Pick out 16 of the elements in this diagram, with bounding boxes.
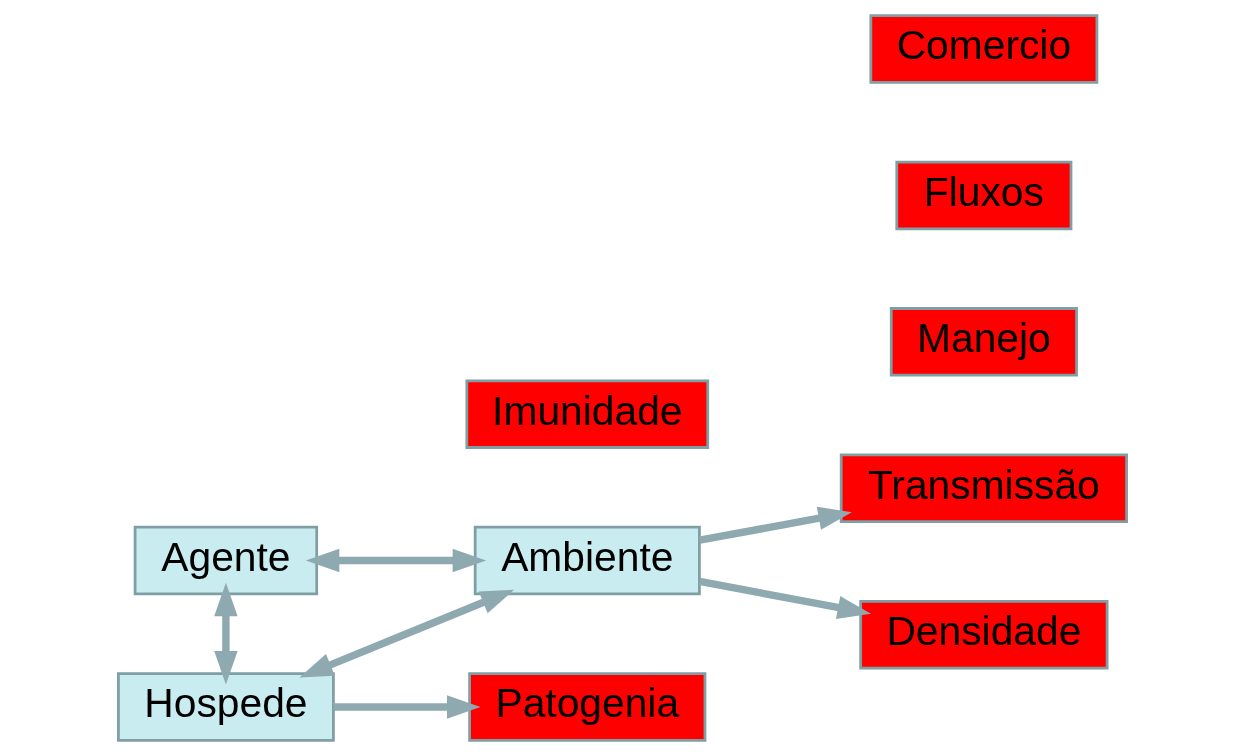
node-box: Agente [133, 525, 319, 596]
node-box: Hospede [117, 672, 335, 742]
arrow [305, 548, 487, 573]
arrow [299, 589, 515, 678]
node-box: Comercio [869, 14, 1099, 84]
arrow [214, 582, 238, 685]
node-box: Fluxos [895, 160, 1073, 231]
node-box: Manejo [889, 307, 1078, 377]
arrow [698, 506, 852, 544]
node-box: Ambiente [473, 525, 701, 596]
node-box: Patogenia [468, 672, 707, 742]
node-box: Densidade [859, 599, 1109, 670]
node-box: Imunidade [465, 379, 710, 449]
arrow [333, 695, 481, 719]
node-box: Transmissão [839, 453, 1128, 523]
arrow [698, 577, 871, 620]
